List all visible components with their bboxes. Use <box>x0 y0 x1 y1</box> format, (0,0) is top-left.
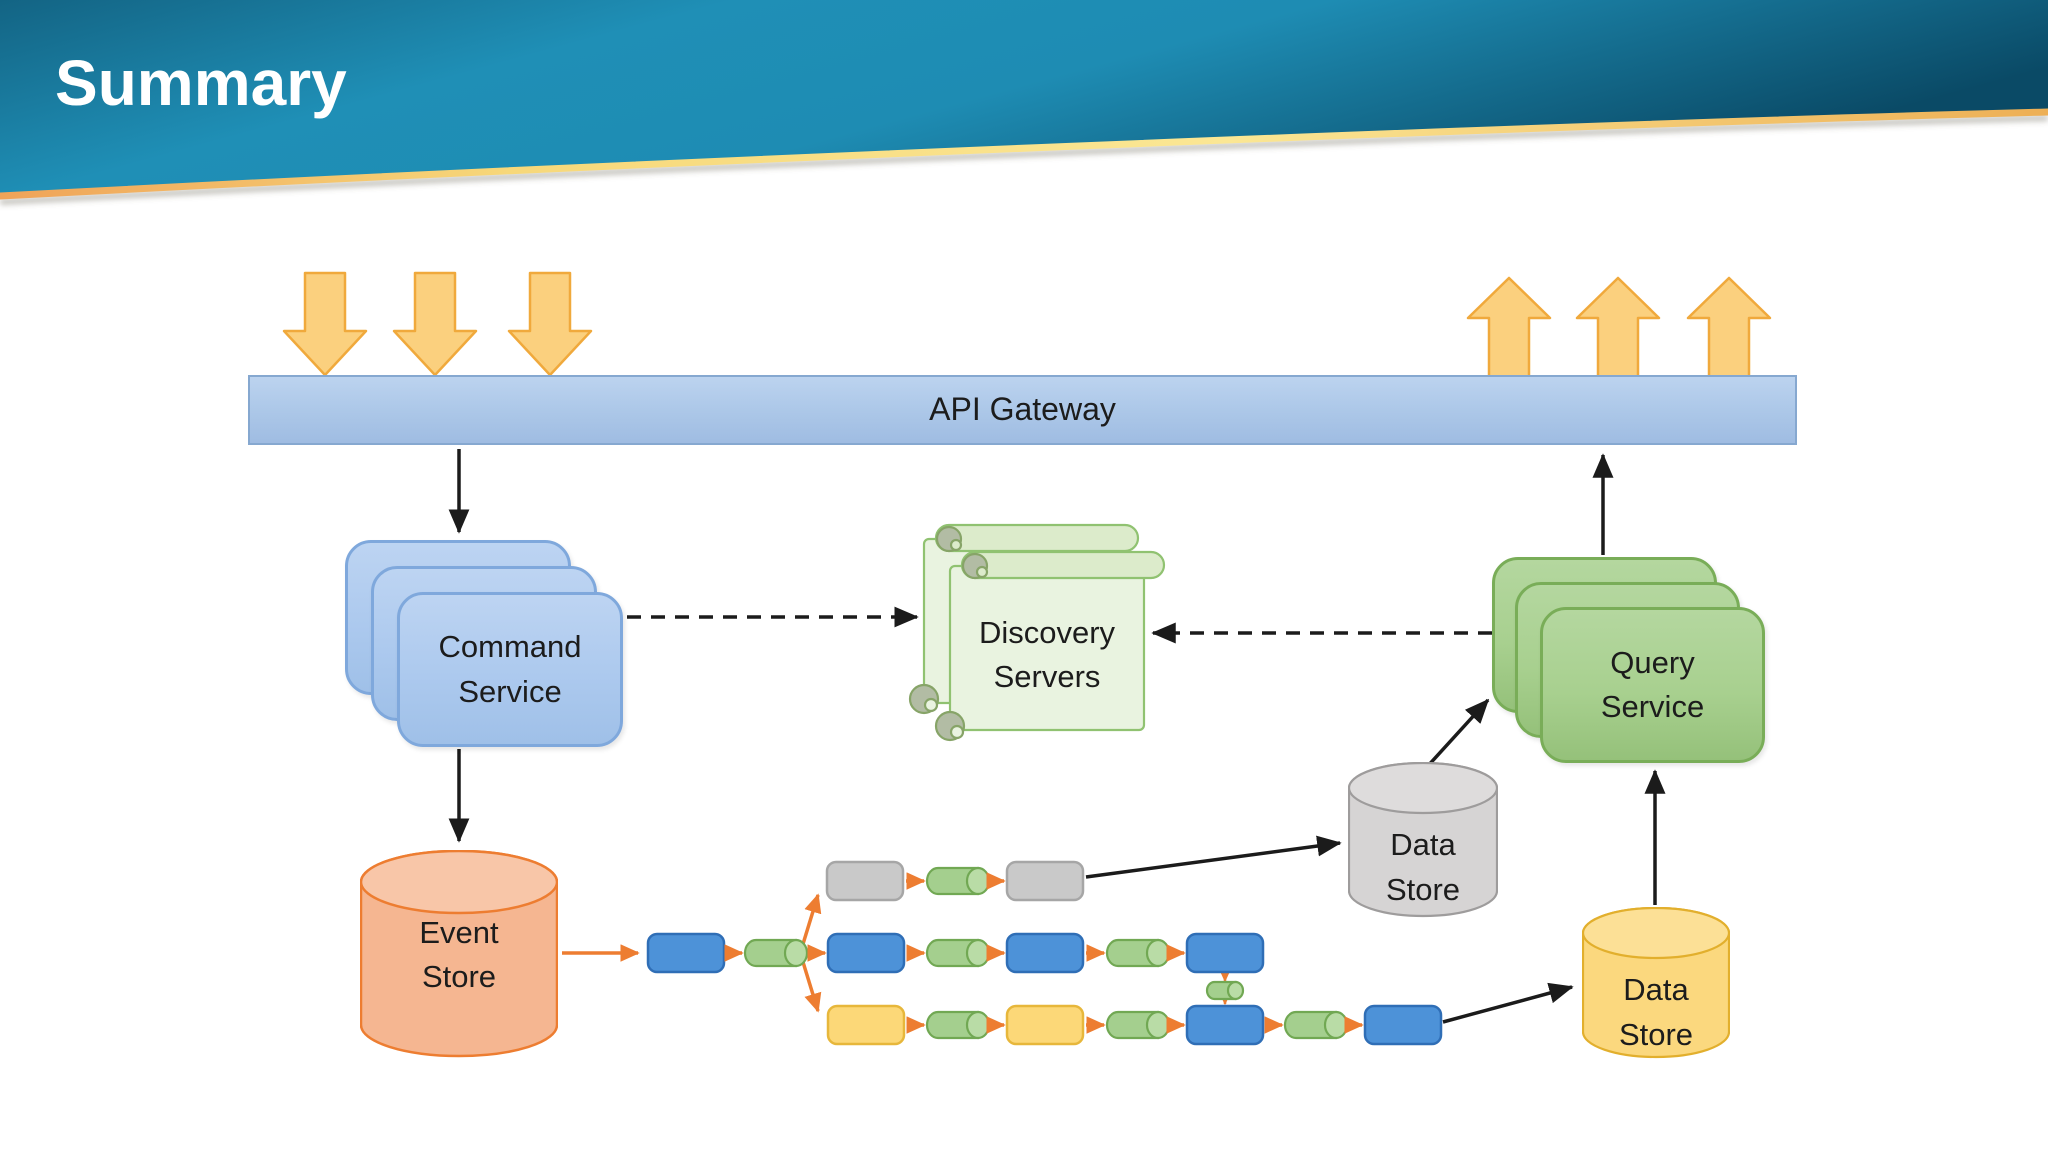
data-store-read-cylinder <box>1348 762 1498 918</box>
event-store-label: Event Store <box>419 914 499 994</box>
header-teal-shape <box>0 0 2048 196</box>
data-store-query-cylinder <box>1582 907 1730 1059</box>
event-block-yellow <box>1005 1004 1085 1046</box>
queue-cylinder <box>1283 1010 1349 1040</box>
query-service-label: Query Service <box>1600 644 1705 724</box>
arrow-chain-to-yellowstore <box>1442 982 1574 1024</box>
command-service-label: Command Service <box>438 629 582 709</box>
event-store-cylinder <box>360 850 558 1058</box>
header-gold-curve <box>0 108 2048 200</box>
outbound-arrow-icon <box>1575 276 1661 379</box>
arrow-graystore-to-query <box>1424 698 1490 770</box>
queue-cylinder <box>925 866 991 896</box>
outbound-arrow-icon <box>1686 276 1772 379</box>
queue-cylinder <box>925 1010 991 1040</box>
event-block-blue <box>646 932 726 974</box>
arrow-split-up <box>801 893 822 945</box>
outbound-response-arrows <box>1466 276 1772 379</box>
inbound-arrow-icon <box>282 271 368 377</box>
header-shadow <box>0 115 2048 205</box>
queue-cylinder <box>1105 1010 1171 1040</box>
arrow-split-down <box>801 961 822 1013</box>
inbound-arrow-icon <box>392 271 478 377</box>
event-block-yellow <box>826 1004 906 1046</box>
event-stream-chains <box>646 860 1443 1046</box>
queue-cylinder <box>743 938 809 968</box>
header-band <box>0 0 2048 205</box>
command-service-node <box>397 592 623 747</box>
inbound-request-arrows <box>282 271 593 377</box>
event-block-blue <box>1005 932 1085 974</box>
event-block-blue <box>1185 1004 1265 1046</box>
event-block-blue <box>1185 932 1265 974</box>
discovery-servers-label: Discovery Servers <box>978 614 1116 694</box>
event-block-gray <box>825 860 905 902</box>
api-gateway-bar <box>248 375 1797 445</box>
data-store-query-label: Data Store <box>1618 972 1694 1052</box>
query-service-node <box>1540 607 1765 763</box>
queue-small-cylinder <box>1205 980 1245 1001</box>
api-gateway-label: API Gateway <box>929 391 1116 428</box>
queue-cylinder <box>925 938 991 968</box>
arrow-chain-to-graystore <box>1085 835 1342 879</box>
discovery-scroll-front <box>934 550 1166 742</box>
event-block-blue <box>1363 1004 1443 1046</box>
page-title: Summary <box>55 47 347 119</box>
data-store-read-label: Data Store <box>1385 827 1461 907</box>
event-block-gray <box>1005 860 1085 902</box>
outbound-arrow-icon <box>1466 276 1552 379</box>
queue-cylinder <box>1105 938 1171 968</box>
event-block-blue <box>826 932 906 974</box>
inbound-arrow-icon <box>507 271 593 377</box>
